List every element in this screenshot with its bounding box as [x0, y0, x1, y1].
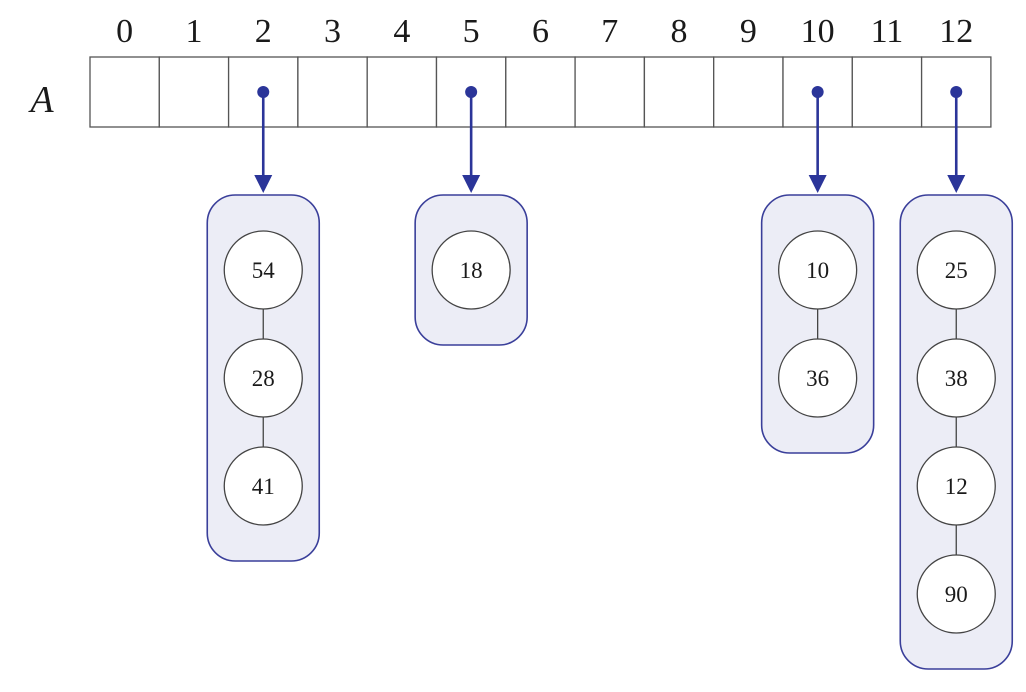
array-cell-4: [366, 56, 438, 128]
node-value: 90: [945, 582, 968, 607]
pointer-10: [808, 86, 827, 193]
list-node: [916, 338, 996, 418]
pointer-2: [254, 86, 273, 193]
node-value: 10: [806, 258, 829, 283]
bucket-12: 25 38 12 90: [899, 194, 1014, 670]
pointer-12: [947, 86, 966, 193]
array-cell-0: [89, 56, 160, 128]
list-node: [916, 554, 996, 634]
node-value: 36: [806, 366, 829, 391]
pointer-arrowhead: [254, 175, 273, 193]
index-label-6: 6: [532, 13, 549, 50]
index-label-10: 10: [801, 13, 835, 50]
array-cells: [89, 56, 992, 128]
array-cell-3: [297, 56, 368, 128]
bucket-2: 54 28 41: [206, 194, 321, 562]
index-label-7: 7: [601, 13, 618, 50]
list-node: [223, 230, 303, 310]
node-value: 28: [252, 366, 275, 391]
node-value: 12: [945, 474, 968, 499]
index-label-11: 11: [871, 13, 904, 50]
bucket-10: 10 36: [760, 194, 875, 454]
index-label-3: 3: [324, 13, 341, 50]
array-cell-6: [505, 56, 576, 128]
list-node: [778, 230, 858, 310]
array-cell-11: [851, 56, 923, 128]
node-value: 38: [945, 366, 968, 391]
pointer-arrowhead: [808, 175, 827, 193]
list-node: [223, 338, 303, 418]
array-cell-1: [158, 56, 230, 128]
list-node: [778, 338, 858, 418]
index-label-5: 5: [463, 13, 480, 50]
index-label-9: 9: [740, 13, 757, 50]
array-cell-8: [643, 56, 715, 128]
node-value: 41: [252, 474, 275, 499]
node-value: 25: [945, 258, 968, 283]
array-name: A: [27, 79, 54, 121]
list-node: [916, 446, 996, 526]
index-label-0: 0: [116, 13, 133, 50]
buckets: 54 28 41 18 10 36 25 38 12 90: [206, 194, 1014, 670]
array-cell-9: [713, 56, 784, 128]
list-node: [431, 230, 511, 310]
index-label-8: 8: [671, 13, 688, 50]
node-value: 18: [460, 258, 483, 283]
list-node: [916, 230, 996, 310]
pointer-5: [462, 86, 481, 193]
array-cell-7: [574, 56, 646, 128]
list-node: [223, 446, 303, 526]
index-label-2: 2: [255, 13, 272, 50]
bucket-5: 18: [414, 194, 528, 346]
index-label-4: 4: [393, 13, 410, 50]
pointer-arrowhead: [947, 175, 966, 193]
pointer-arrowhead: [462, 175, 481, 193]
index-label-1: 1: [185, 13, 202, 50]
pointers: [254, 86, 966, 193]
index-label-12: 12: [939, 13, 973, 50]
node-value: 54: [252, 258, 276, 283]
